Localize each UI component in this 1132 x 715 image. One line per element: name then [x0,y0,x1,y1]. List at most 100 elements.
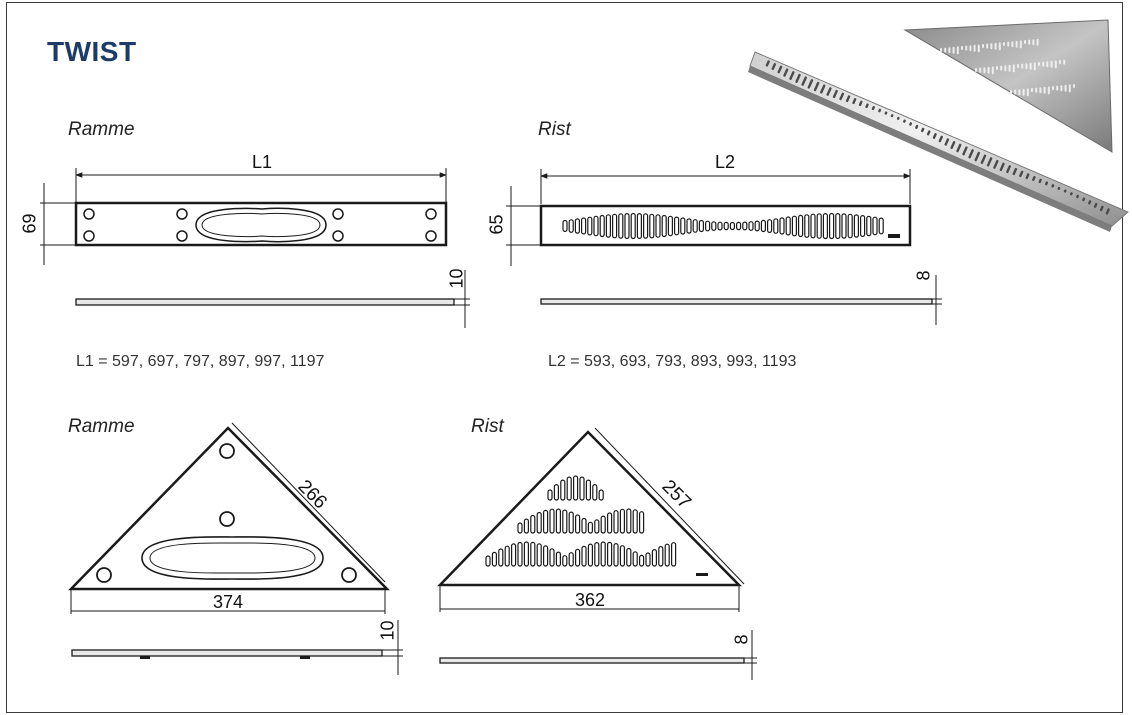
grate-slot [613,542,619,567]
photo-slot [1004,65,1007,72]
photo-slot [915,124,919,129]
grate-slot [626,508,632,534]
grate-slot [606,512,613,534]
linear-frame-thickness-label: 10 [446,268,467,289]
linear-frame-drawing [40,168,470,328]
photo-slot [956,143,962,153]
grate-slot [655,214,661,238]
photo-slot [795,73,801,84]
grate-slot [568,219,574,233]
photo-slot [807,79,814,89]
grate-slot [878,217,884,235]
photo-slot [998,42,1001,51]
grate-slot [619,545,626,567]
photo-slot [1012,167,1018,176]
grate-slot [704,220,711,232]
grate-slot [568,552,574,567]
l1-lengths-text: L1 = 597, 697, 797, 897, 997, 1197 [76,353,325,370]
grate-slot [613,510,619,534]
corner-frame-base-label: 374 [213,592,244,612]
grate-slot [632,509,638,534]
photo-slot [999,162,1005,172]
photo-slot [982,44,984,48]
photo-slot [896,116,900,120]
photo-slot [813,81,820,92]
linear-grate-thickness-label: 8 [913,270,934,281]
grate-slot [547,489,553,501]
photo-slot [765,60,770,67]
photo-slot [986,43,989,49]
photo-slot [990,43,993,50]
linear-frame-width-label: 69 [19,213,40,234]
photo-slot [839,92,845,101]
grate-slot [853,214,860,238]
photo-slot [1057,186,1061,190]
photo-slot [1088,200,1092,205]
grate-slot [841,213,847,239]
grate-slot [593,215,599,237]
photo-slot [1059,60,1061,64]
photo-slot [940,48,942,52]
photo-slot [1011,41,1014,48]
grate-slot [835,213,841,240]
l2-label: L2 [715,152,736,172]
photo-slot [1008,64,1011,72]
corner-frame-thickness-label: 10 [377,620,398,641]
grate-slot [649,213,655,239]
corner-grate-drawing [437,427,757,680]
grate-slot [742,221,748,231]
photo-slot [858,100,863,107]
grate-slot [555,508,562,534]
grate-slot [572,475,579,501]
corner-frame-drawing [68,422,403,675]
photo-slot [1014,89,1017,95]
photo-slot [1017,64,1019,68]
grate-slot [658,545,664,567]
grate-slot [605,214,612,238]
grate-slot [574,514,581,534]
grate-slot [581,517,587,534]
photo-slot [1082,197,1086,202]
grate-slot [581,545,587,567]
photo-slot [1076,194,1079,199]
grate-slot [723,221,729,231]
grate-slot [592,484,598,501]
grate-slot [797,214,804,238]
grate-slot [664,543,670,567]
photo-slot [979,67,982,73]
grate-slot [562,509,568,534]
grate-slot [760,219,767,233]
photo-slot [1031,88,1033,92]
photo-slot [944,138,950,146]
grate-slot [517,541,523,567]
photo-slot [909,122,913,126]
grate-slot [866,215,872,237]
grate-slot [673,216,680,236]
grate-slot [816,213,822,239]
grate-slot [555,551,562,567]
photo-slot [991,66,994,75]
photo-slot [1018,89,1021,96]
photo-slot [1007,41,1010,47]
photo-slot [1019,170,1024,178]
photo-slot [986,157,993,167]
photo-slot [1093,202,1098,208]
photo-slot [1019,40,1022,49]
photo-slot [1073,84,1075,88]
photo-slot [1033,62,1036,71]
page-title: TWIST [47,36,137,67]
grate-slot [542,509,549,534]
grate-slot [598,489,604,501]
photo-slot [1051,184,1055,188]
grate-slot [847,213,853,239]
photo-slot [996,66,998,70]
photo-slot [1032,39,1035,46]
photo-slot [1056,85,1059,91]
photo-slot [1032,176,1036,182]
grate-slot [859,215,866,238]
corner-grate-base-label: 362 [575,590,606,610]
grate-slot [594,541,600,567]
photo-slot [1015,40,1018,48]
photo-slot [962,146,968,156]
